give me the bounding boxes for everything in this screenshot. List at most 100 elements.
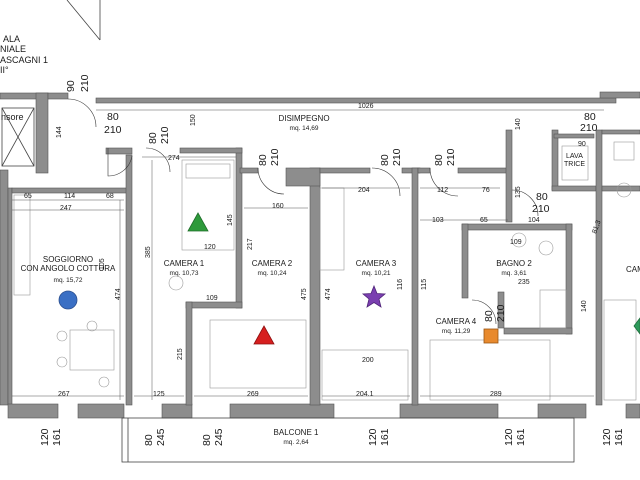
dim-247: 247: [60, 205, 72, 212]
dim-274: 274: [168, 155, 180, 162]
svg-text:90: 90: [65, 80, 77, 92]
dim-474b: 474: [325, 288, 332, 300]
room-camera4-name: CAMERA 4: [436, 317, 477, 326]
room-labels: SOGGIORNO CON ANGOLO COTTURA mq. 15,72 C…: [21, 114, 640, 446]
door-label-cam3: 80 210: [379, 148, 403, 166]
dimension-labels: 1026 144 150 140 65 114 68 247 274 160 2…: [24, 103, 603, 398]
svg-text:210: 210: [445, 148, 457, 166]
window-label-b6: 120 161: [601, 428, 625, 446]
svg-text:210: 210: [580, 122, 598, 134]
room-camera3-area: mq. 10,21: [362, 270, 391, 277]
dim-112: 112: [437, 187, 448, 194]
dim-267: 267: [58, 391, 70, 398]
svg-text:80: 80: [483, 310, 495, 322]
dim-215: 215: [177, 348, 184, 360]
svg-text:161: 161: [51, 428, 63, 446]
svg-text:210: 210: [159, 126, 171, 144]
dim-204-1: 204.1: [356, 391, 374, 398]
window-label-b3: 80 245: [201, 428, 225, 446]
svg-text:80: 80: [584, 111, 596, 123]
dim-144: 144: [56, 126, 63, 138]
svg-text:80: 80: [536, 191, 548, 203]
top-left-label-line3: ASCAGNI 1: [0, 55, 48, 65]
room-camera3-name: CAMERA 3: [356, 259, 397, 268]
room-bagno2-name: BAGNO 2: [496, 259, 532, 268]
svg-text:210: 210: [391, 148, 403, 166]
dim-289: 289: [490, 391, 502, 398]
room-disimpegno-area: mq. 14,69: [290, 125, 319, 132]
room-camera2-area: mq. 10,24: [258, 270, 287, 277]
svg-text:80: 80: [257, 154, 269, 166]
dim-104: 104: [528, 217, 540, 224]
room-camera1-name: CAMERA 1: [164, 259, 205, 268]
svg-text:210: 210: [79, 74, 91, 92]
room-camera1-area: mq. 10,73: [170, 270, 199, 277]
dim-204: 204: [358, 187, 370, 194]
dimension-lines: [12, 109, 604, 400]
svg-text:161: 161: [613, 428, 625, 446]
room-balcone1-name: BALCONE 1: [274, 428, 319, 437]
dim-120: 120: [204, 244, 216, 251]
lavatrice-line2: TRICE: [564, 161, 585, 168]
dim-116: 116: [397, 279, 404, 290]
markers: [58, 212, 640, 345]
dim-217: 217: [247, 238, 254, 250]
stair-area: ALA NIALE ASCAGNI 1 II°: [0, 0, 101, 75]
door-label-cam4: 80 210: [483, 304, 507, 322]
window-label-b2: 80 245: [143, 428, 167, 446]
dim-65: 65: [24, 193, 32, 200]
svg-text:210: 210: [495, 304, 507, 322]
elevator-label: nsore: [1, 112, 24, 122]
outer-walls: [0, 91, 640, 463]
top-left-label-line2: NIALE: [0, 44, 26, 54]
svg-text:80: 80: [433, 154, 445, 166]
dim-114: 114: [64, 193, 75, 200]
door-label-cam4-top: 80 210: [433, 148, 457, 166]
svg-text:80: 80: [201, 434, 213, 446]
svg-text:80: 80: [147, 132, 159, 144]
dim-109b: 109: [510, 239, 522, 246]
svg-text:80: 80: [379, 154, 391, 166]
door-swings: [67, 98, 539, 325]
window-label-b4: 120 161: [367, 428, 391, 446]
svg-text:245: 245: [213, 428, 225, 446]
svg-text:120: 120: [503, 428, 515, 446]
door-label-right-top: 80 210: [580, 111, 598, 134]
svg-text:210: 210: [532, 203, 550, 215]
top-left-label-line4: II°: [0, 65, 9, 75]
marker-circle: [58, 290, 78, 310]
dim-160: 160: [272, 203, 284, 210]
marker-triangle-green: [187, 212, 209, 232]
dim-81-3: 81,3: [591, 219, 602, 234]
room-camera4-area: mq. 11,29: [442, 328, 471, 335]
svg-text:120: 120: [39, 428, 51, 446]
dim-90: 90: [578, 141, 586, 148]
dim-125: 125: [153, 391, 165, 398]
dim-200: 200: [362, 357, 374, 364]
svg-text:120: 120: [367, 428, 379, 446]
door-label-bagno: 80 210: [532, 191, 550, 215]
room-bagno2-area: mq. 3,61: [501, 270, 527, 277]
dim-475: 475: [301, 288, 308, 300]
svg-text:161: 161: [379, 428, 391, 446]
marker-square: [483, 328, 499, 344]
dim-105: 105: [99, 258, 106, 270]
dim-269: 269: [247, 391, 259, 398]
dim-140: 140: [515, 118, 522, 130]
svg-text:161: 161: [515, 428, 527, 446]
dim-68: 68: [106, 193, 114, 200]
dim-76: 76: [482, 187, 490, 194]
dim-235: 235: [518, 279, 530, 286]
door-label-cam2: 80 210: [257, 148, 281, 166]
svg-text:210: 210: [104, 124, 122, 136]
top-left-label-line1: ALA: [3, 34, 20, 44]
dim-115: 115: [421, 279, 428, 290]
interior-walls: [11, 129, 640, 406]
lavatrice-line1: LAVA: [566, 153, 583, 160]
svg-text:210: 210: [269, 148, 281, 166]
svg-text:80: 80: [143, 434, 155, 446]
dim-1026: 1026: [358, 103, 374, 110]
dim-145: 145: [227, 214, 234, 226]
door-label-entry-top: 90 210: [65, 74, 91, 92]
door-label-left-top: 80 210: [104, 111, 122, 136]
